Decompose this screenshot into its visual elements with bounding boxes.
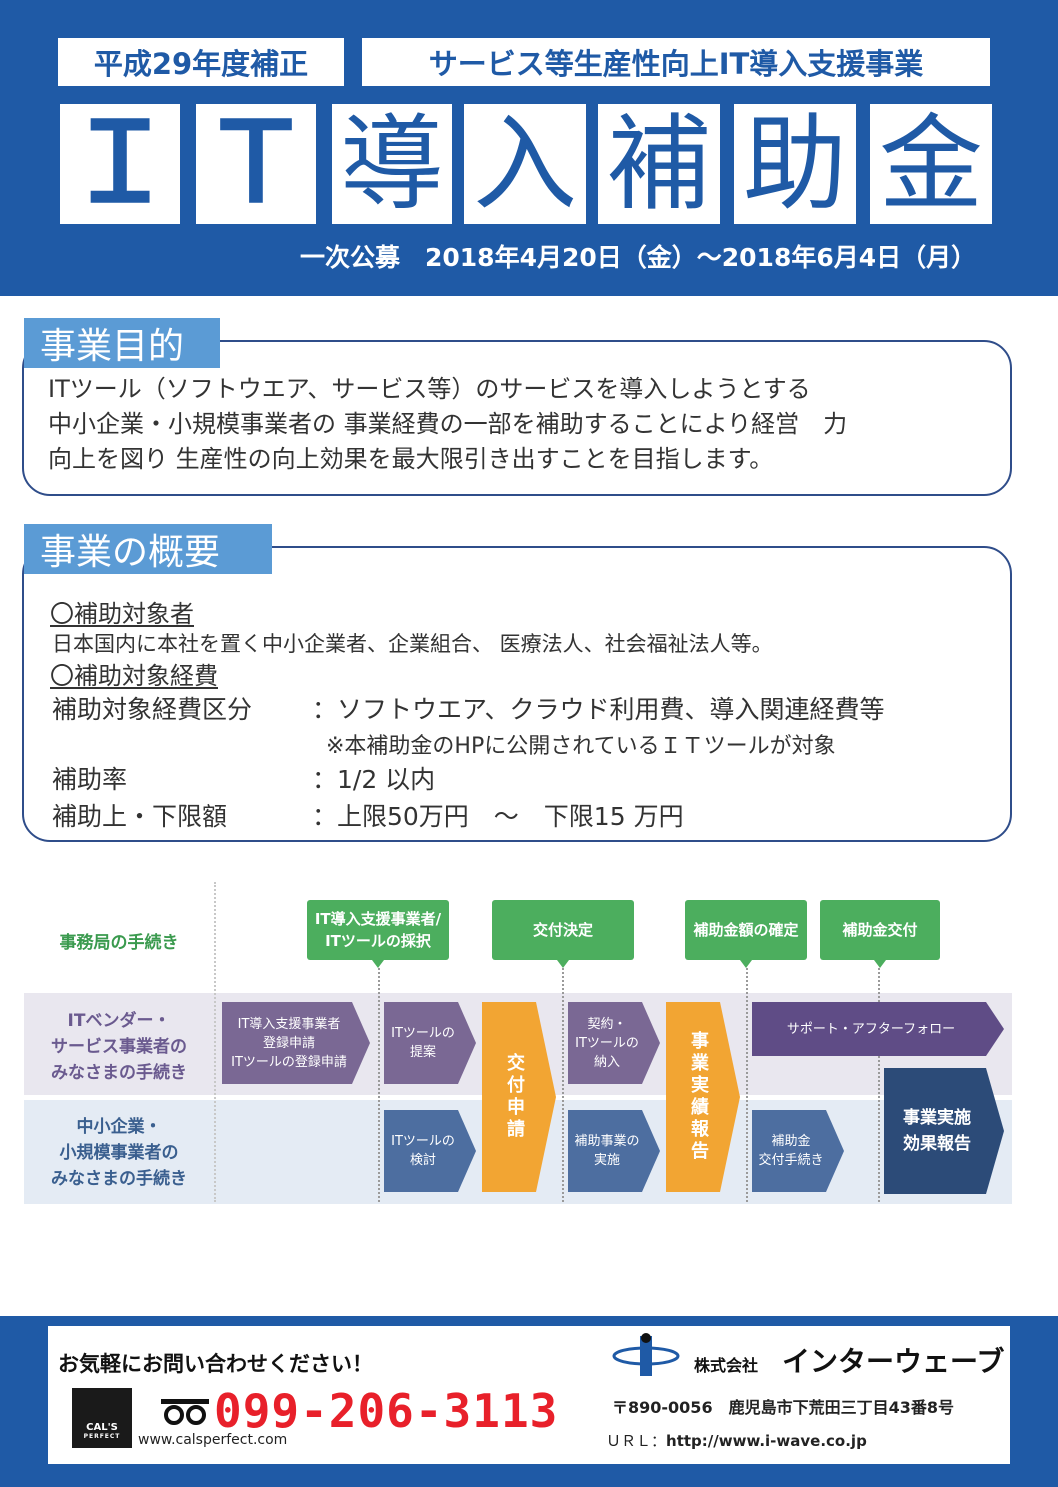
expense-value: ：ソフトウエア、クラウド利用費、導入関連経費等 xyxy=(312,695,885,724)
corp-address: 〒890-0056 鹿児島市下荒田三丁目43番8号 xyxy=(612,1398,954,1417)
title-char-4: 入 xyxy=(464,104,586,224)
office-step-amount-confirm: 補助金額の確定 xyxy=(685,900,807,968)
title-char-t: Ｔ xyxy=(196,104,316,224)
title-char-7: 金 xyxy=(870,104,992,224)
vendor-step-registration: IT導入支援事業者 登録申請 ITツールの登録申請 xyxy=(222,1002,370,1084)
purpose-line: 向上を図り 生産性の向上効果を最大限引き出すことを目指します。 xyxy=(48,445,774,473)
office-step-selection: IT導入支援事業者/ ITツールの採択 xyxy=(307,900,449,968)
expense-heading: 〇補助対象経費 xyxy=(50,662,218,690)
sme-step-effect-report: 事業実施 効果報告 xyxy=(884,1068,1004,1194)
corp-url[interactable]: http://www.i-wave.co.jp xyxy=(666,1432,867,1450)
joint-step-grant-application-label: 交付申請 xyxy=(504,1053,525,1141)
title-char-i: Ｉ xyxy=(60,104,180,224)
joint-step-result-report-label: 事業実績報告 xyxy=(688,1031,709,1163)
freedial-icon xyxy=(161,1399,209,1425)
sme-step-review: ITツールの 検討 xyxy=(384,1110,476,1192)
timeline-divider xyxy=(878,968,880,1202)
rate-label: 補助率 xyxy=(52,765,128,794)
contact-callout: お気軽にお問い合わせください！ xyxy=(58,1352,373,1376)
overview-box xyxy=(22,546,1012,842)
corp-url-line: ＵＲＬ：http://www.i-wave.co.jp xyxy=(606,1430,867,1451)
expense-label: 補助対象経費区分 xyxy=(52,695,253,724)
lane-label-office: 事務局の手続き xyxy=(59,933,179,953)
fiscal-year-tag: 平成29年度補正 xyxy=(58,38,344,86)
vendor-step-delivery: 契約・ ITツールの 納入 xyxy=(568,1002,660,1084)
application-period: 一次公募 2018年4月20日（金）～2018年6月4日（月） xyxy=(300,243,977,272)
vendor-step-support: サポート・アフターフォロー xyxy=(752,1002,1004,1056)
target-text: 日本国内に本社を置く中小企業者、企業組合、 医療法人、社会福祉法人等。 xyxy=(52,632,773,656)
purpose-line: 中小企業・小規模事業者の 事業経費の一部を補助することにより経営 力 xyxy=(48,410,848,438)
purpose-label: 事業目的 xyxy=(24,318,220,368)
lane-separator xyxy=(214,882,216,1202)
url-label: ＵＲＬ： xyxy=(606,1432,667,1450)
program-name-tag: サービス等生産性向上IT導入支援事業 xyxy=(362,38,990,86)
corp-name: インターウェーブ xyxy=(782,1345,1005,1378)
limit-label: 補助上・下限額 xyxy=(52,802,228,831)
sme-step-implementation: 補助事業の 実施 xyxy=(568,1110,660,1192)
footer-panel xyxy=(48,1326,1010,1464)
interwave-logo-icon xyxy=(612,1333,680,1376)
phone-number[interactable]: 099-206-3113 xyxy=(214,1384,559,1438)
purpose-line: ITツール（ソフトウエア、サービス等）のサービスを導入しようとする xyxy=(48,375,811,403)
title-char-6: 助 xyxy=(734,104,856,224)
timeline-divider xyxy=(746,968,748,1202)
timeline-divider xyxy=(562,968,564,1202)
calsperfect-logo: CAL'S PERFECT xyxy=(72,1388,132,1448)
lane-label-vendor: ITベンダー・ サービス事業者の みなさまの手続き xyxy=(51,1011,187,1083)
title-char-5: 補 xyxy=(598,104,720,224)
overview-label: 事業の概要 xyxy=(24,524,272,574)
office-step-payment: 補助金交付 xyxy=(820,900,940,968)
office-step-grant-decision: 交付決定 xyxy=(492,900,634,968)
limit-value: ：上限50万円 ～ 下限15 万円 xyxy=(312,802,684,831)
purpose-text: ITツール（ソフトウエア、サービス等）のサービスを導入しようとする 中小企業・小… xyxy=(48,372,847,477)
vendor-step-proposal: ITツールの 提案 xyxy=(384,1002,476,1084)
title-char-3: 導 xyxy=(332,104,452,224)
corp-prefix: 株式会社 xyxy=(694,1356,759,1375)
sme-step-grant-procedure: 補助金 交付手続き xyxy=(752,1110,844,1192)
timeline-divider xyxy=(378,968,380,1202)
expense-note: ※本補助金のHPに公開されているＩＴツールが対象 xyxy=(326,734,836,759)
lane-label-sme: 中小企業・ 小規模事業者の みなさまの手続き xyxy=(51,1117,187,1189)
target-heading: 〇補助対象者 xyxy=(50,600,194,628)
calsperfect-url[interactable]: www.calsperfect.com xyxy=(138,1432,288,1448)
rate-value: ：1/2 以内 xyxy=(312,765,436,794)
